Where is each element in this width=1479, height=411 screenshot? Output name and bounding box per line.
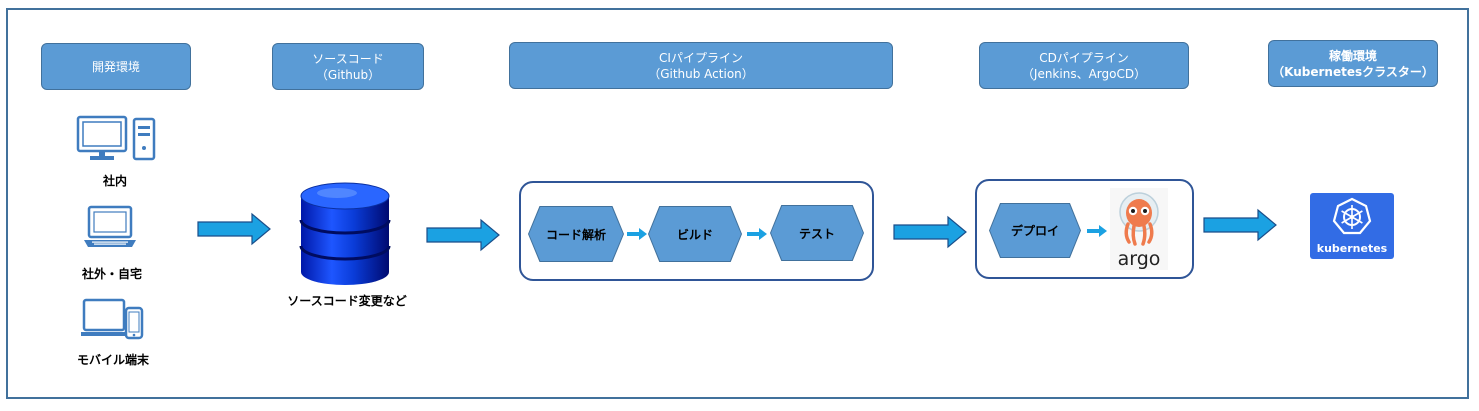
argo-logo-icon: argo: [1110, 188, 1168, 270]
header-cd-line1: CDパイプライン: [1039, 50, 1129, 65]
desktop-computer-icon: [76, 115, 156, 161]
cd-arrow: [1087, 225, 1107, 237]
label-source-change: ソースコード変更など: [287, 294, 407, 308]
flow-arrow-4: [1203, 208, 1277, 242]
header-dev-env: 開発環境: [41, 43, 191, 90]
header-source-line1: ソースコード: [312, 51, 384, 66]
ci-step-build: ビルド: [648, 206, 742, 262]
header-ci-pipeline: CIパイプライン （Github Action）: [509, 42, 893, 89]
kubernetes-logo-text: kubernetes: [1317, 242, 1388, 255]
flow-arrow-2: [426, 218, 500, 252]
ci-step-code-analysis-label: コード解析: [529, 207, 623, 261]
flow-arrow-1: [197, 212, 271, 246]
argo-logo-text: argo: [1118, 248, 1161, 270]
header-prod-line1: 稼働環境: [1328, 48, 1377, 63]
ci-step-test-label: テスト: [771, 206, 863, 260]
ci-arrow-1: [627, 228, 647, 240]
mobile-devices-icon: [81, 298, 144, 340]
cd-step-deploy: デプロイ: [989, 203, 1081, 258]
header-ci-line1: CIパイプライン: [659, 50, 743, 65]
ci-arrow-2: [747, 228, 767, 240]
kubernetes-logo-icon: kubernetes: [1310, 193, 1394, 259]
header-source-code: ソースコード （Github）: [272, 43, 424, 90]
label-mobile: モバイル端末: [76, 353, 149, 367]
header-prod-line2: （Kubernetesクラスター）: [1272, 64, 1434, 79]
ci-step-code-analysis: コード解析: [528, 206, 624, 262]
ci-step-test: テスト: [770, 205, 864, 261]
laptop-icon: [84, 205, 136, 247]
header-cd-pipeline: CDパイプライン （Jenkins、ArgoCD）: [979, 42, 1189, 89]
label-remote: 社外・自宅: [81, 267, 142, 281]
ci-step-build-label: ビルド: [649, 207, 741, 261]
header-ci-line2: （Github Action）: [648, 66, 754, 81]
flow-arrow-3: [893, 215, 967, 249]
header-production-env: 稼働環境 （Kubernetesクラスター）: [1268, 40, 1438, 87]
header-dev-env-line1: 開発環境: [91, 59, 140, 74]
database-icon: [299, 182, 391, 285]
diagram-frame: [6, 8, 1469, 399]
cd-step-deploy-label: デプロイ: [990, 204, 1080, 257]
label-office: 社内: [102, 174, 127, 188]
header-cd-line2: （Jenkins、ArgoCD）: [1021, 66, 1147, 81]
header-source-line2: （Github）: [315, 67, 381, 82]
